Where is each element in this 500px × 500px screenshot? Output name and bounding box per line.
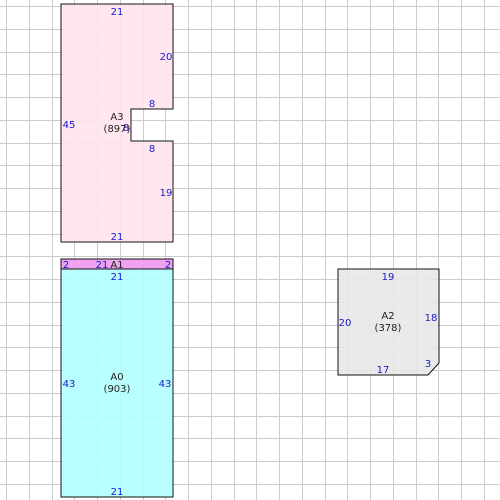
room-a0[interactable]: 21 43 43 21 A0 (903) <box>60 268 174 498</box>
room-a3-dim-top: 21 <box>111 7 124 18</box>
room-a3-area: (897) <box>104 124 131 135</box>
room-a0-dim-top: 21 <box>111 272 124 283</box>
room-a2-dim-right: 18 <box>425 313 438 324</box>
room-a2-dim-bottom: 17 <box>377 365 390 376</box>
room-a1-dim-top: 21 <box>96 260 109 271</box>
room-a3-shape[interactable] <box>60 3 174 243</box>
room-a1-dim-right: 2 <box>165 260 171 271</box>
room-a0-dim-bottom: 21 <box>111 487 124 498</box>
room-a0-name: A0 <box>110 372 123 383</box>
room-a3-dim-bottom: 21 <box>111 232 124 243</box>
room-a2-dim-left: 20 <box>339 318 352 329</box>
room-a3-dim-right-lower: 19 <box>160 188 173 199</box>
room-a3-dim-right-upper: 20 <box>160 52 173 63</box>
room-a2[interactable]: 19 20 18 3 17 A2 (378) <box>337 268 440 376</box>
room-a1-name: A1 <box>110 260 123 271</box>
room-a2-name: A2 <box>381 311 394 322</box>
room-a3-dim-left: 45 <box>63 120 76 131</box>
room-a0-area: (903) <box>104 384 131 395</box>
room-a0-dim-right: 43 <box>159 379 172 390</box>
room-a2-dim-top: 19 <box>382 272 395 283</box>
room-a2-area: (378) <box>375 323 402 334</box>
room-a0-dim-left: 43 <box>63 379 76 390</box>
room-a3-dim-notch-bottom: 8 <box>149 144 155 155</box>
room-a3-dim-notch-depth: 8 <box>123 123 129 134</box>
room-a2-shape[interactable] <box>337 268 440 376</box>
room-a1-dim-left: 2 <box>63 260 69 271</box>
room-a3-name: A3 <box>110 112 123 123</box>
room-a3-dim-notch-top: 8 <box>149 99 155 110</box>
room-a0-shape[interactable] <box>60 268 174 498</box>
room-a2-dim-diagonal: 3 <box>425 359 431 370</box>
room-a3[interactable]: 21 20 8 8 8 19 45 21 A3 (897) <box>60 3 174 243</box>
